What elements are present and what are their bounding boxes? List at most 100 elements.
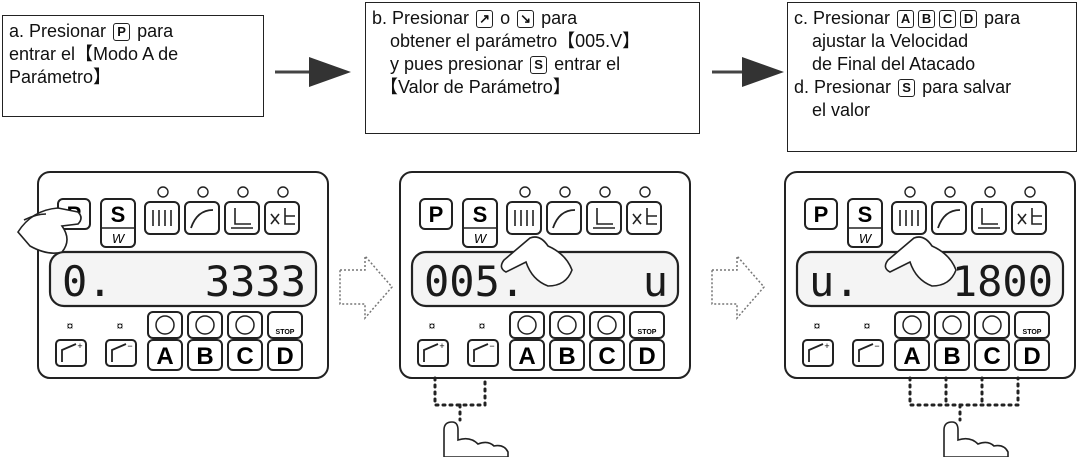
hand-pointer-icon (17, 207, 82, 254)
hollow-right-arrow-icon (339, 253, 393, 321)
thread-cut-button[interactable] (626, 201, 662, 235)
speed-curve-button[interactable] (546, 201, 582, 235)
s-key-icon: S (898, 79, 916, 98)
step-c-line-2: ajustar la Velocidad (812, 31, 969, 51)
thread-cut-button[interactable] (264, 201, 300, 235)
mode-circle-icon (902, 315, 922, 335)
step-a-line-2: entrar el【Modo A de (9, 44, 179, 64)
speed-curve-icon (546, 201, 582, 235)
minus-key-button[interactable]: − (105, 339, 137, 367)
letter-key-label: D (638, 343, 655, 370)
letter-key-frame (267, 339, 303, 371)
led-indicator (157, 186, 169, 198)
indicator-icon: ¤ (479, 319, 486, 333)
mode-circle-icon (597, 315, 617, 335)
plus-key-button[interactable]: + (802, 339, 834, 367)
p-button[interactable]: P (804, 198, 838, 230)
thread-cut-icon (1011, 201, 1047, 235)
function-top-icon (894, 311, 930, 339)
function-top-icon (629, 311, 665, 339)
c-key-button[interactable]: C (974, 311, 1010, 371)
led-indicator (519, 186, 531, 198)
mode-circle-icon (155, 315, 175, 335)
letter-key-label: A (903, 343, 920, 370)
key-glyph (858, 343, 874, 362)
b-key-button[interactable]: B (934, 311, 970, 371)
s-button[interactable]: SW (462, 198, 498, 248)
plus-key-button[interactable]: + (55, 339, 87, 367)
led-indicator (904, 186, 916, 198)
p-key-frame (804, 198, 838, 230)
letter-key-frame (509, 339, 545, 371)
hand-pointer-icon (943, 421, 1009, 457)
step-b-line-4: 【Valor de Parámetro】 (380, 77, 571, 97)
indicator-icon: ¤ (117, 319, 124, 333)
indicator-icon: ¤ (67, 319, 74, 333)
key-sign: − (489, 341, 494, 351)
bobbin-button[interactable] (586, 201, 622, 235)
s-key-frame (847, 198, 883, 248)
led-indicator (599, 186, 611, 198)
p-key-label: P (429, 202, 444, 227)
speed-curve-button[interactable] (931, 201, 967, 235)
speed-curve-button[interactable] (184, 201, 220, 235)
letter-key-label: B (943, 343, 960, 370)
c-key-button[interactable]: C (227, 311, 263, 371)
p-key-icon: P (113, 23, 131, 42)
letter-key-frame (894, 339, 930, 371)
indicator-icon: ¤ (429, 319, 436, 333)
step-a-box: a. Presionar P para entrar el【Modo A de … (2, 15, 264, 117)
plus-key-button[interactable]: + (417, 339, 449, 367)
bobbin-lines (593, 208, 615, 229)
b-key-button[interactable]: B (549, 311, 585, 371)
s-key-frame (462, 198, 498, 248)
a-key-button[interactable]: A (147, 311, 183, 371)
minus-key-button[interactable]: − (852, 339, 884, 367)
key-sign: + (824, 341, 829, 351)
stitch-button[interactable] (506, 201, 542, 235)
stitch-lines (899, 210, 919, 226)
mode-circle-icon (195, 315, 215, 335)
function-top-icon (187, 311, 223, 339)
stitch-button[interactable] (891, 201, 927, 235)
step-a-line-3: Parámetro】 (9, 67, 112, 87)
a-key-button[interactable]: A (894, 311, 930, 371)
step-b-box: b. Presionar ↗ o ↘ para obtener el parám… (365, 2, 700, 134)
w-key-label: W (112, 231, 126, 246)
letter-key-label: D (1023, 343, 1040, 370)
c-key-button[interactable]: C (589, 311, 625, 371)
bobbin-button[interactable] (971, 201, 1007, 235)
step-b-line-1: b. Presionar ↗ o ↘ para (372, 8, 578, 29)
lcd-left-value: u. (809, 257, 860, 306)
s-key-label: S (858, 202, 873, 227)
p-button[interactable]: P (419, 198, 453, 230)
mode-circle-icon (942, 315, 962, 335)
led-indicator (237, 186, 249, 198)
curve-line (190, 209, 214, 229)
bobbin-button[interactable] (224, 201, 260, 235)
key-sign: + (77, 341, 82, 351)
w-key-label: W (474, 231, 488, 246)
minus-key-button[interactable]: − (467, 339, 499, 367)
led-indicator (559, 186, 571, 198)
letter-key-frame (974, 339, 1010, 371)
s-button[interactable]: SW (847, 198, 883, 248)
b-key-button[interactable]: B (187, 311, 223, 371)
thread-cut-button[interactable] (1011, 201, 1047, 235)
step-a-line-1: a. Presionar P para (9, 21, 174, 42)
s-button[interactable]: SW (100, 198, 136, 248)
thread-cut-icon (264, 201, 300, 235)
letter-key-label: C (236, 343, 253, 370)
s-key-label: S (473, 202, 488, 227)
key-sign: − (127, 341, 132, 351)
letter-key-label: B (196, 343, 213, 370)
stitch-button[interactable] (144, 201, 180, 235)
bobbin-lines (231, 208, 253, 229)
function-top-icon (589, 311, 625, 339)
a-key-button[interactable]: A (509, 311, 545, 371)
led-indicator (944, 186, 956, 198)
